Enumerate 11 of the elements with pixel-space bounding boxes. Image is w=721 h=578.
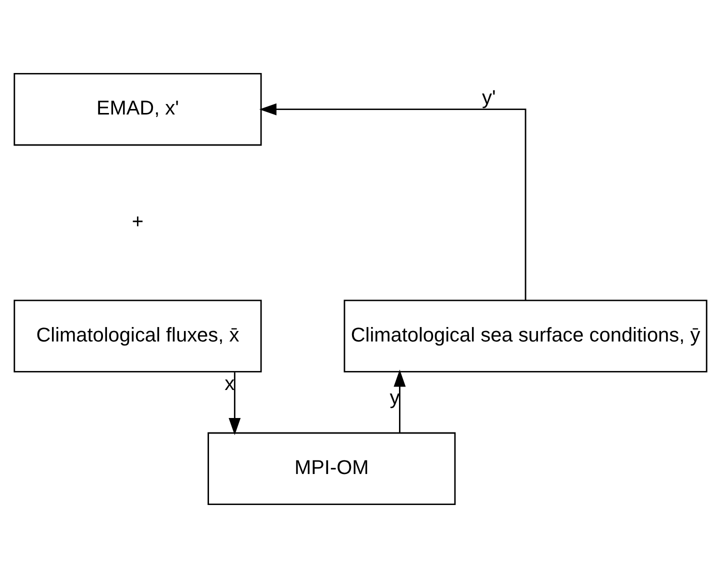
edge-label: x <box>224 373 235 396</box>
edge-label: y' <box>482 86 496 109</box>
arrow <box>259 103 526 300</box>
node-box: Climatological sea surface conditions, ȳ <box>344 300 708 372</box>
label: + <box>132 210 144 233</box>
node-box: MPI-OM <box>208 432 456 505</box>
arrow <box>394 370 406 432</box>
edge-label: y <box>390 386 400 409</box>
arrow <box>228 372 241 436</box>
node-box: EMAD, x' <box>14 73 262 146</box>
node-box: Climatological fluxes, x̄ <box>14 300 262 372</box>
